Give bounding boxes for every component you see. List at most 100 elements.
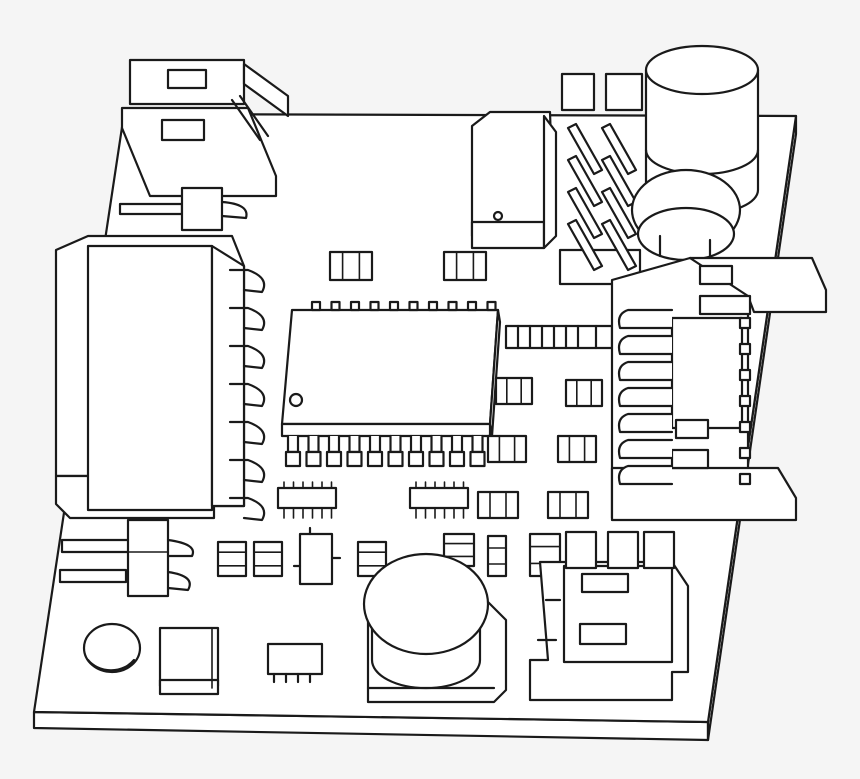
transistor-body [298, 532, 334, 586]
resistor-network [276, 481, 338, 519]
smd-part [486, 434, 528, 464]
ic-pin-foot [284, 450, 302, 468]
ic-pin-foot [366, 450, 384, 468]
header-pin [600, 186, 638, 240]
ic-pin-foot [428, 450, 445, 468]
smd-body [494, 376, 534, 406]
capacitor-top [644, 44, 760, 96]
smd-body [564, 378, 604, 408]
connector-latch [242, 62, 290, 118]
capacitor-leads [658, 234, 712, 260]
pin-header-bottom-left [58, 518, 195, 598]
ic-bottom-pins [284, 434, 486, 468]
ic-pin-foot [448, 450, 466, 468]
connector-slot [160, 118, 206, 142]
ic-pin [388, 300, 400, 312]
ic-pin [310, 300, 322, 312]
right-connector [610, 256, 828, 522]
relay-block [54, 234, 246, 520]
connector-pin [617, 464, 674, 486]
ic-pin-foot [407, 450, 425, 468]
resistor-network-body [408, 486, 470, 510]
ic-pin [408, 300, 419, 312]
relay-pin [228, 458, 266, 484]
ic-top-pins [310, 300, 497, 312]
mounting-hole-ring [82, 622, 142, 674]
smd-part [216, 540, 248, 578]
ic-pin [286, 434, 300, 454]
pot-side [542, 114, 558, 250]
header-pin [600, 122, 638, 176]
smd-body [486, 434, 528, 464]
chip-leads [272, 672, 312, 684]
connector-slot [578, 622, 628, 646]
bottom-right-connector [528, 530, 690, 702]
smd-body [216, 540, 248, 578]
ic-pin [471, 434, 484, 454]
relay-pin [228, 420, 266, 446]
header-cap [604, 72, 644, 112]
smd-part [328, 250, 374, 282]
ic-pin [486, 300, 497, 312]
connector-pin-end [738, 472, 752, 486]
header-block [126, 518, 170, 598]
resistor-network-body [276, 486, 338, 510]
resistor-networks [276, 481, 470, 519]
small-chip-bottom [266, 642, 324, 684]
relay-pin [228, 268, 266, 294]
smd-body [442, 250, 488, 282]
smd-part [486, 534, 508, 578]
ic-pin [389, 434, 402, 454]
connector-pin [617, 412, 674, 434]
ic-body-front [280, 422, 492, 438]
connector-pin-end [738, 342, 752, 356]
ic-pin [368, 434, 382, 454]
header-pin [566, 154, 604, 208]
ic-pin-foot [346, 450, 363, 468]
connector-pin [617, 360, 674, 382]
connector-slot [166, 68, 208, 90]
header-pin [566, 122, 604, 176]
relay-pin [228, 306, 266, 332]
chip-body [266, 642, 324, 676]
smd-body [546, 490, 590, 520]
pin-header-top [558, 72, 644, 286]
smd-body [556, 434, 598, 464]
transistor-leads [292, 526, 342, 568]
connector-pin-cap [642, 530, 676, 570]
mounting-hole-inner [86, 658, 136, 672]
ic-pin [369, 300, 380, 312]
connector-pin-end [738, 446, 752, 460]
block-base [158, 678, 220, 696]
ic-pin-foot [325, 450, 343, 468]
ic-pin-foot [469, 450, 486, 468]
smd-part [546, 490, 590, 520]
ic-body-top [280, 308, 500, 426]
connector-lines [536, 598, 562, 642]
ic-pin-foot [305, 450, 322, 468]
ic-pin [466, 300, 478, 312]
pot-body [470, 110, 556, 238]
ic-chip-large [280, 300, 502, 468]
connector-pin-end [738, 394, 752, 408]
capacitor-bottom [636, 206, 736, 262]
relay-pin [228, 344, 266, 370]
smd-part [564, 378, 604, 408]
ic-pin [330, 300, 341, 312]
smd-body [252, 540, 284, 578]
transistor-sot [292, 526, 342, 586]
ic-pin [447, 300, 458, 312]
button-cap-top [362, 552, 490, 656]
pin-lead [60, 538, 132, 554]
potentiometer-box [470, 110, 558, 250]
ic-pin-foot [387, 450, 404, 468]
header-pin [566, 186, 604, 240]
smd-part [252, 540, 284, 578]
connector-pin [617, 308, 674, 330]
header-bends [166, 538, 195, 592]
connector-pin [617, 334, 674, 356]
resistor-network-right [504, 324, 614, 350]
ic-pin [348, 434, 361, 454]
